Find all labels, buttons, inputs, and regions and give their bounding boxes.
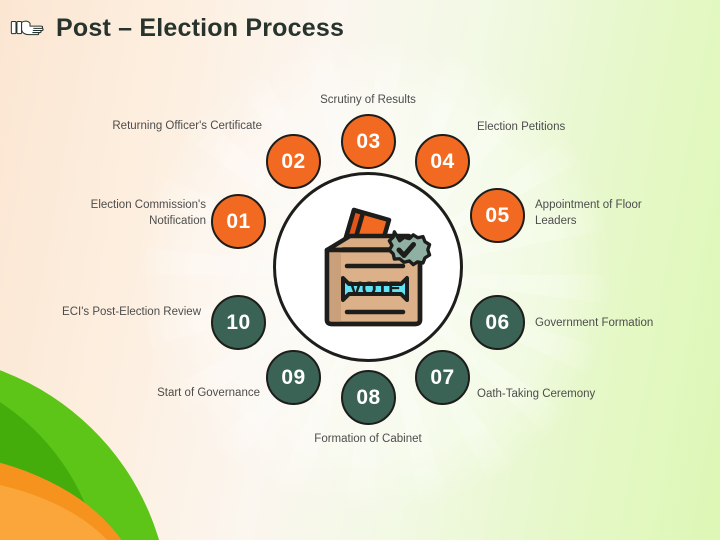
- step-label-10: ECI's Post-Election Review: [62, 306, 201, 318]
- step-circle-08[interactable]: 08: [341, 370, 396, 425]
- step-label-03: Scrutiny of Results: [320, 94, 416, 106]
- step-circle-06[interactable]: 06: [470, 295, 525, 350]
- step-circle-02[interactable]: 02: [266, 134, 321, 189]
- pointing-hand-icon: [10, 14, 50, 42]
- step-circle-10[interactable]: 10: [211, 295, 266, 350]
- page-title: Post – Election Process: [56, 13, 345, 42]
- step-circle-01[interactable]: 01: [211, 194, 266, 249]
- step-circle-05[interactable]: 05: [470, 188, 525, 243]
- vote-banner-text: VOTE: [349, 279, 401, 300]
- step-label-07: Oath-Taking Ceremony: [477, 388, 596, 400]
- check-badge-icon: [387, 230, 432, 267]
- central-hub: VOTE: [273, 172, 463, 362]
- step-circle-09[interactable]: 09: [266, 350, 321, 405]
- ballot-box-icon: VOTE: [324, 207, 432, 327]
- step-label-01: Election Commission's Notification: [90, 199, 206, 227]
- step-label-04: Election Petitions: [477, 121, 566, 133]
- step-circle-03[interactable]: 03: [341, 114, 396, 169]
- step-label-09: Start of Governance: [157, 387, 260, 399]
- step-label-02: Returning Officer's Certificate: [112, 120, 262, 132]
- step-circle-04[interactable]: 04: [415, 134, 470, 189]
- step-label-08: Formation of Cabinet: [314, 433, 422, 445]
- step-circle-07[interactable]: 07: [415, 350, 470, 405]
- step-label-06: Government Formation: [535, 317, 654, 329]
- page-header: Post – Election Process: [0, 0, 720, 56]
- step-label-05: Appointment of Floor Leaders: [535, 199, 642, 227]
- corner-decoration: [0, 330, 260, 540]
